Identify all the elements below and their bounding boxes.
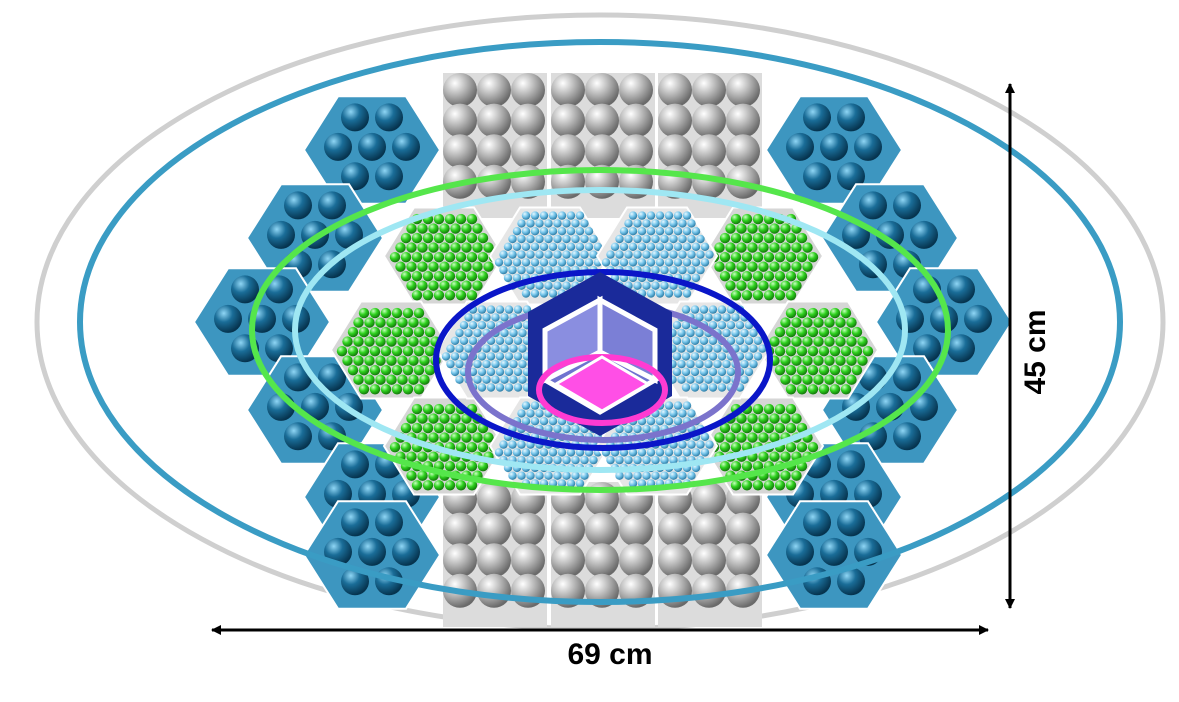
gray-assembly-bottom-2 [551,482,655,627]
gray-assembly-top-2 [551,73,655,218]
dark-blue-ring [433,269,773,451]
width-label: 69 cm [567,638,652,671]
teal-assembly-1 [302,95,442,205]
light-cyan-ring [292,187,908,473]
green-assembly-5 [382,396,506,496]
gray-assembly-bottom-3 [658,482,762,627]
green-assembly-3 [329,300,453,400]
gray-assembly-top-1 [443,73,547,218]
blue-ring [77,39,1123,605]
teal-assembly-6 [874,267,1014,377]
height-label: 45 cm [1019,309,1052,394]
central-cube [528,272,672,436]
green-assembly-2 [701,206,825,306]
central-magenta-square [553,355,651,413]
green-ring [249,167,951,493]
gray-assembly-bottom-1 [443,482,547,627]
green-assembly-4 [756,300,880,400]
teal-assembly-2 [764,95,904,205]
